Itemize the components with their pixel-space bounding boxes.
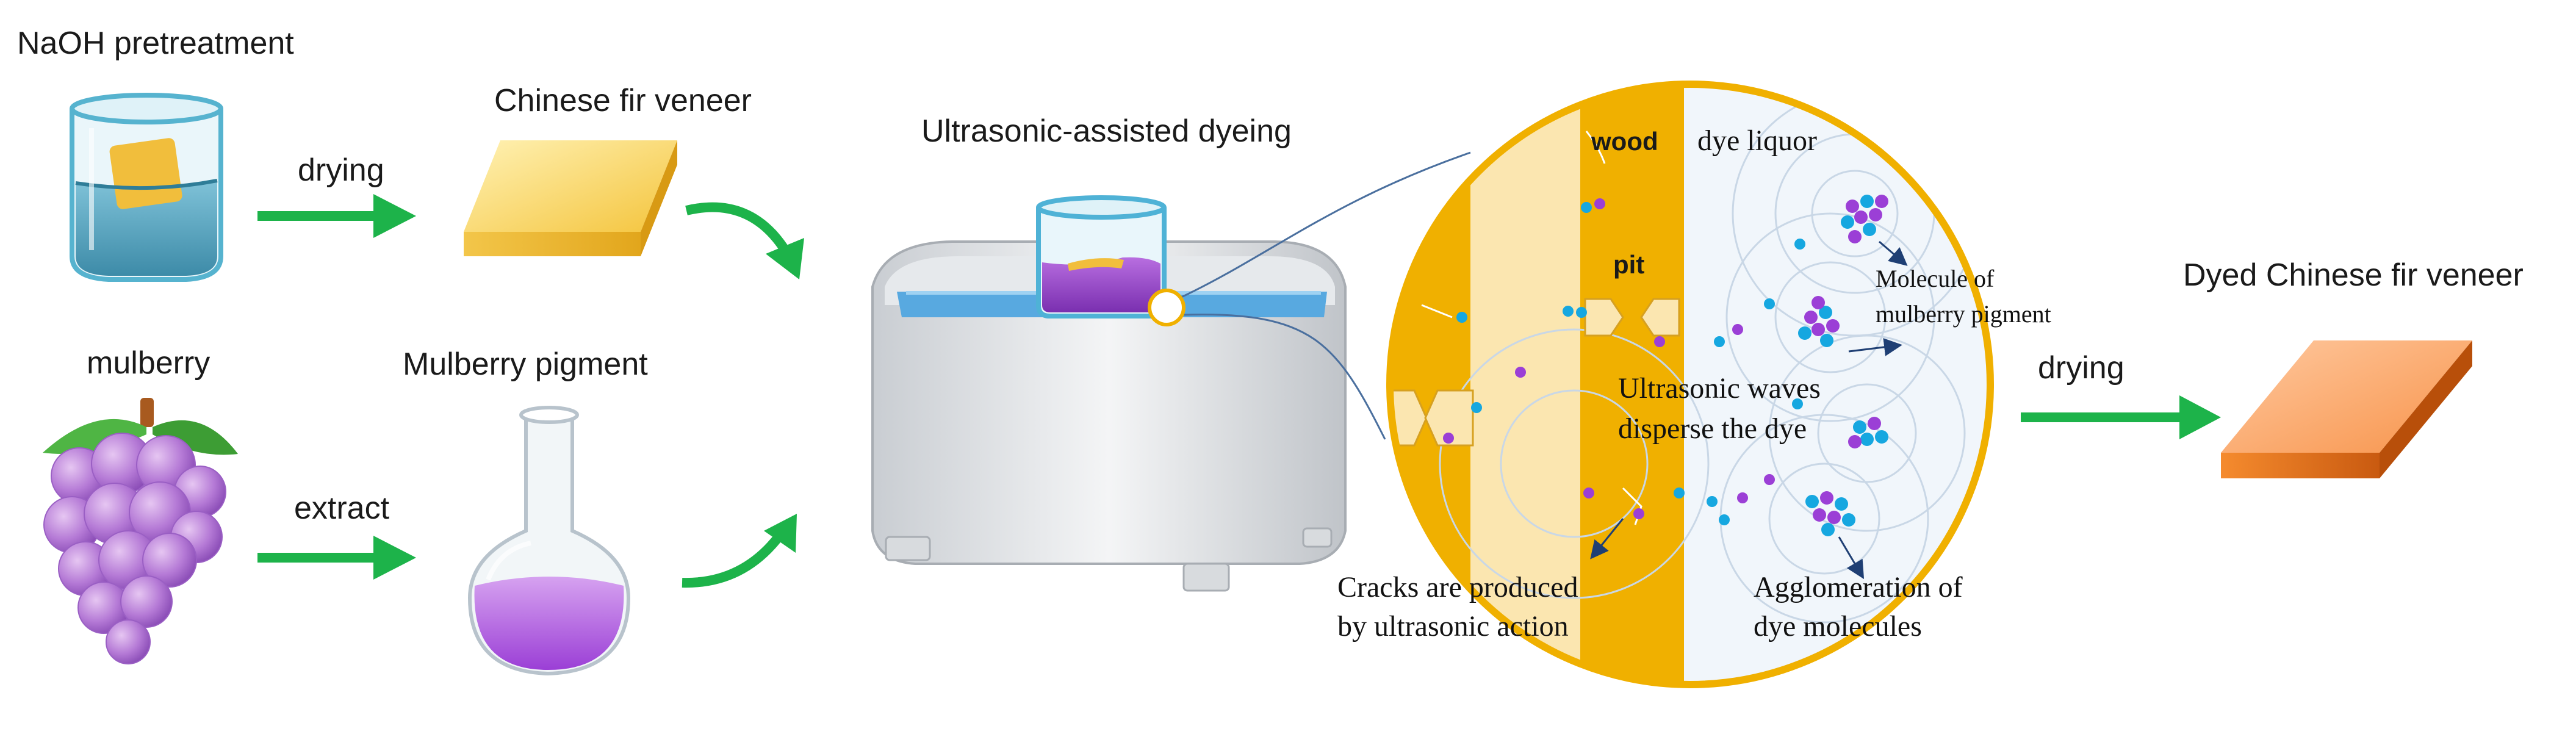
- waves-label-1: Ultrasonic waves: [1618, 372, 1821, 405]
- naoh-beaker: [70, 93, 223, 282]
- dye-beaker-in-bath: [1036, 195, 1167, 318]
- ultrasonic-dyeing-label: Ultrasonic-assisted dyeing: [921, 113, 1292, 149]
- agglomeration-label-1: Agglomeration of: [1754, 571, 1963, 603]
- mulberry-grapes: [43, 398, 238, 664]
- magnified-view: [1390, 84, 1990, 685]
- pit-label: pit: [1613, 250, 1644, 279]
- dyed-veneer-board: [2221, 340, 2472, 478]
- mulberry-pigment-label: Mulberry pigment: [403, 347, 648, 382]
- ultrasonic-bath: [871, 240, 1347, 592]
- agglomeration-label-2: dye molecules: [1754, 610, 1922, 642]
- waves-label-2: disperse the dye: [1618, 412, 1807, 445]
- molecule-clusters: [1798, 195, 1888, 536]
- naoh-label: NaOH pretreatment: [17, 26, 294, 61]
- arrow-extract: [257, 536, 416, 580]
- dye-liquor-label: dye liquor: [1697, 124, 1817, 157]
- molecule-label-1: Molecule of: [1876, 265, 1995, 292]
- cracks-label-1: Cracks are produced: [1337, 571, 1578, 603]
- drying-label-2: drying: [2038, 350, 2124, 386]
- single-molecules: [1443, 198, 1805, 525]
- cracks-label-2: by ultrasonic action: [1337, 610, 1569, 642]
- pigment-flask: [467, 406, 631, 676]
- zoom-connector: [1148, 151, 1471, 440]
- wood-label: wood: [1591, 127, 1658, 156]
- drying-label-1: drying: [298, 153, 384, 188]
- mulberry-label: mulberry: [87, 345, 210, 381]
- molecule-label-2: mulberry pigment: [1876, 300, 2051, 328]
- magnified-circle-border: [1386, 81, 1994, 688]
- arrow-drying-1: [257, 194, 416, 238]
- extract-label: extract: [294, 491, 390, 526]
- annotation-arrows: [1590, 240, 1908, 580]
- arrow-drying-2: [2021, 395, 2221, 439]
- fir-veneer-label: Chinese fir veneer: [494, 83, 752, 118]
- curved-arrow-bottom: [682, 514, 797, 588]
- fir-veneer-board: [464, 140, 677, 256]
- curved-arrow-top: [685, 202, 804, 279]
- dyed-veneer-label: Dyed Chinese fir veneer: [2183, 257, 2524, 293]
